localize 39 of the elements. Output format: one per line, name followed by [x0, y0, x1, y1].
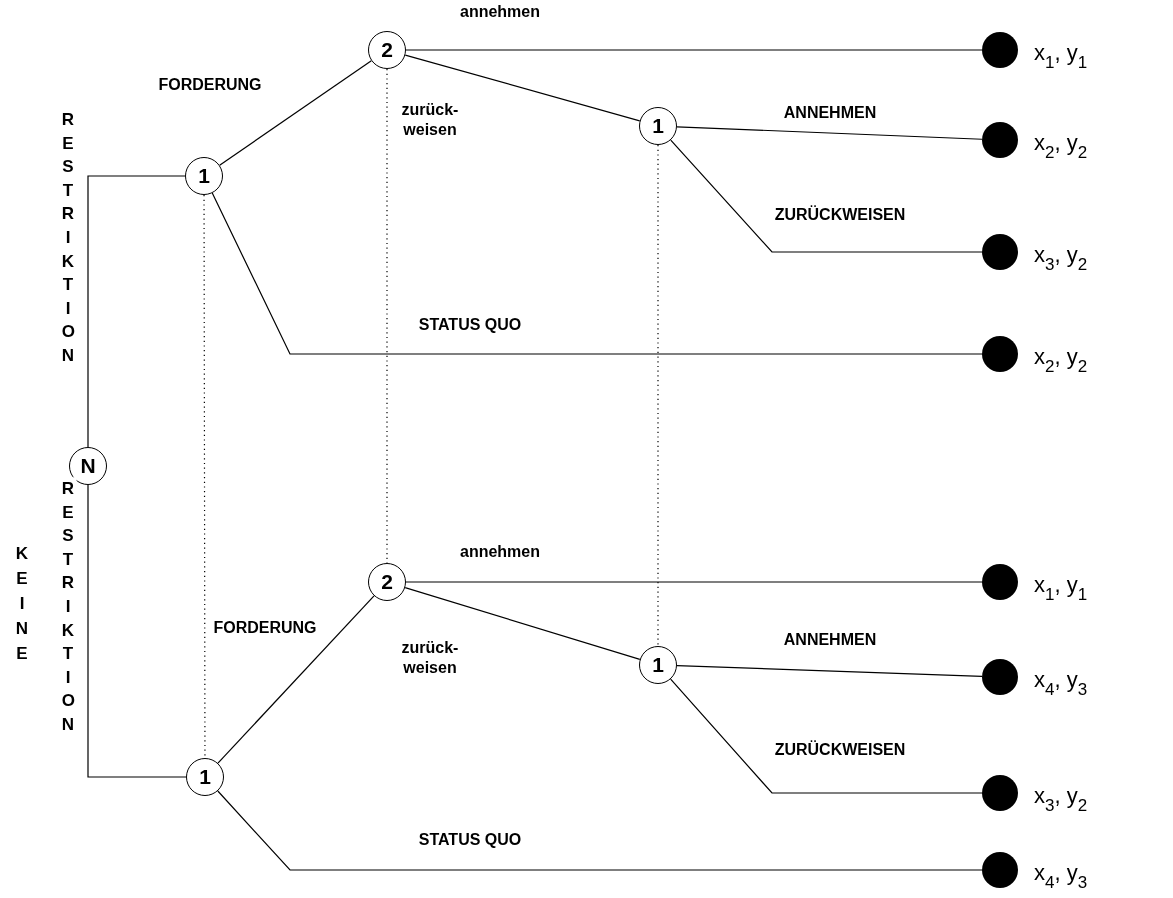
branch-line	[87, 175, 186, 448]
decision-node: 2	[368, 563, 406, 601]
branch-line	[404, 54, 641, 122]
branch-line	[219, 60, 372, 166]
branch-line	[87, 484, 187, 778]
terminal-dot	[982, 336, 1018, 372]
decision-node: 1	[639, 107, 677, 145]
branch-line	[217, 790, 983, 871]
decision-node: 1	[186, 758, 224, 796]
edge-label: STATUS QUO	[416, 831, 524, 849]
branch-line	[404, 586, 641, 661]
branch-line	[670, 139, 983, 253]
branch-line	[676, 126, 983, 140]
payoff-label: x$_{1}$, y$_{1}$	[1034, 571, 1088, 605]
information-set-line	[657, 144, 659, 647]
decision-node: 1	[185, 157, 223, 195]
terminal-dot	[982, 659, 1018, 695]
branch-line	[405, 581, 983, 583]
terminal-dot	[982, 32, 1018, 68]
branch-line	[670, 678, 983, 794]
terminal-dot	[982, 775, 1018, 811]
edge-label: STATUS QUO	[416, 316, 524, 334]
branch-line	[211, 192, 983, 355]
decision-node: 2	[368, 31, 406, 69]
payoff-label: x$_{3}$, y$_{2}$	[1034, 241, 1088, 275]
terminal-dot	[982, 852, 1018, 888]
terminal-dot	[982, 122, 1018, 158]
payoff-label: x$_{1}$, y$_{1}$	[1034, 39, 1088, 73]
payoff-label: x$_{4}$, y$_{3}$	[1034, 666, 1088, 700]
payoff-label: x$_{2}$, y$_{2}$	[1034, 129, 1088, 163]
branch-line	[217, 595, 375, 764]
payoff-label: x$_{4}$, y$_{3}$	[1034, 859, 1088, 893]
terminal-dot	[982, 564, 1018, 600]
branch-line	[405, 49, 983, 51]
branch-line	[676, 665, 983, 677]
payoff-label: x$_{2}$, y$_{2}$	[1034, 343, 1088, 377]
terminal-dot	[982, 234, 1018, 270]
payoff-label: x$_{3}$, y$_{2}$	[1034, 782, 1088, 816]
decision-node: 1	[639, 646, 677, 684]
